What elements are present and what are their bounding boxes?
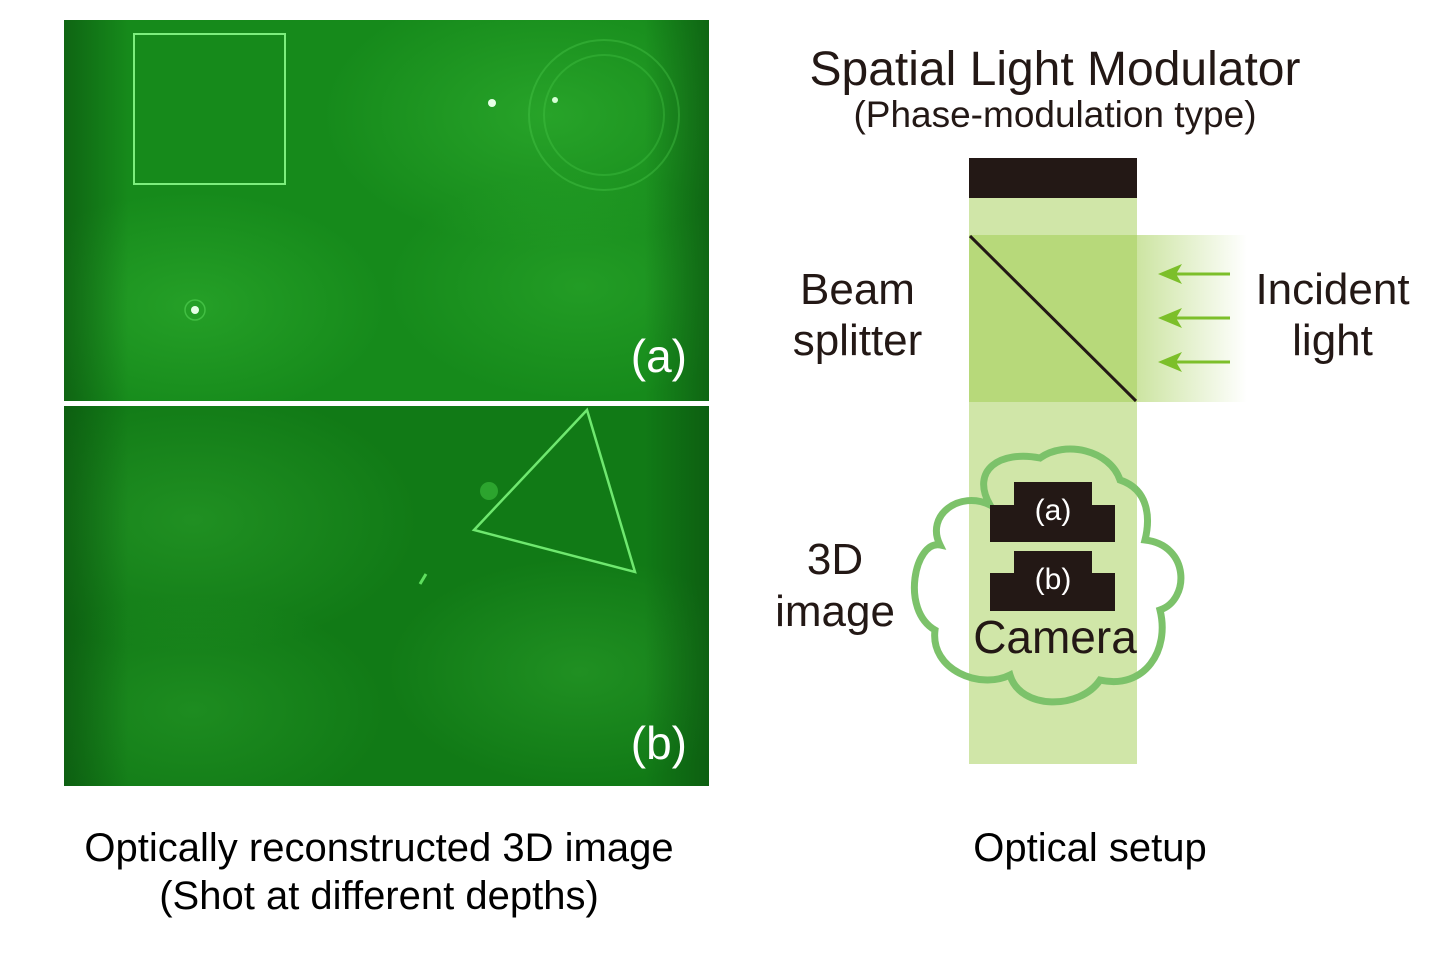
incident-arrow-icon: [1158, 264, 1230, 284]
photo-divider: [64, 401, 709, 406]
triangle-outline: [471, 407, 637, 574]
camera-b-label: (b): [1034, 563, 1072, 596]
3d-image-cloud-outline: [910, 445, 1185, 706]
bright-point: [552, 97, 558, 103]
slm-title: Spatial Light Modulator: [809, 43, 1301, 96]
square-outline: [133, 33, 286, 185]
right-caption: Optical setup: [973, 826, 1207, 870]
slm-subtitle: (Phase-modulation type): [853, 94, 1257, 135]
reconstructed-image-a: (a): [64, 20, 709, 401]
bright-point: [488, 99, 496, 107]
incident-arrow-icon: [1158, 352, 1230, 372]
camera-b-icon: [990, 551, 1115, 611]
camera-a-label: (a): [1034, 494, 1072, 527]
reconstructed-image-b: (b): [64, 406, 709, 786]
left-caption-line1: Optically reconstructed 3D image: [84, 826, 674, 870]
beam-splitter-label-line2: splitter: [792, 316, 923, 365]
slm-block: [969, 158, 1137, 198]
beam-splitter-label-line1: Beam: [800, 265, 915, 314]
3d-image-label-line1: 3D: [806, 535, 864, 584]
panel-label-a: (a): [630, 330, 687, 382]
speckle-background-a: [64, 20, 709, 401]
3d-image-label-line2: image: [775, 587, 895, 636]
speckle-background-b: [64, 406, 709, 786]
incident-light-label-line1: Incident: [1255, 265, 1410, 314]
camera-label: Camera: [973, 611, 1137, 663]
camera-a-icon: [990, 482, 1115, 542]
left-caption-line2: (Shot at different depths): [159, 874, 599, 918]
bright-point: [191, 306, 199, 314]
incident-arrow-icon: [1158, 308, 1230, 328]
incident-light-label-line2: light: [1292, 316, 1373, 365]
beam-splitter-diagonal: [968, 234, 1138, 403]
panel-label-b: (b): [630, 717, 687, 769]
